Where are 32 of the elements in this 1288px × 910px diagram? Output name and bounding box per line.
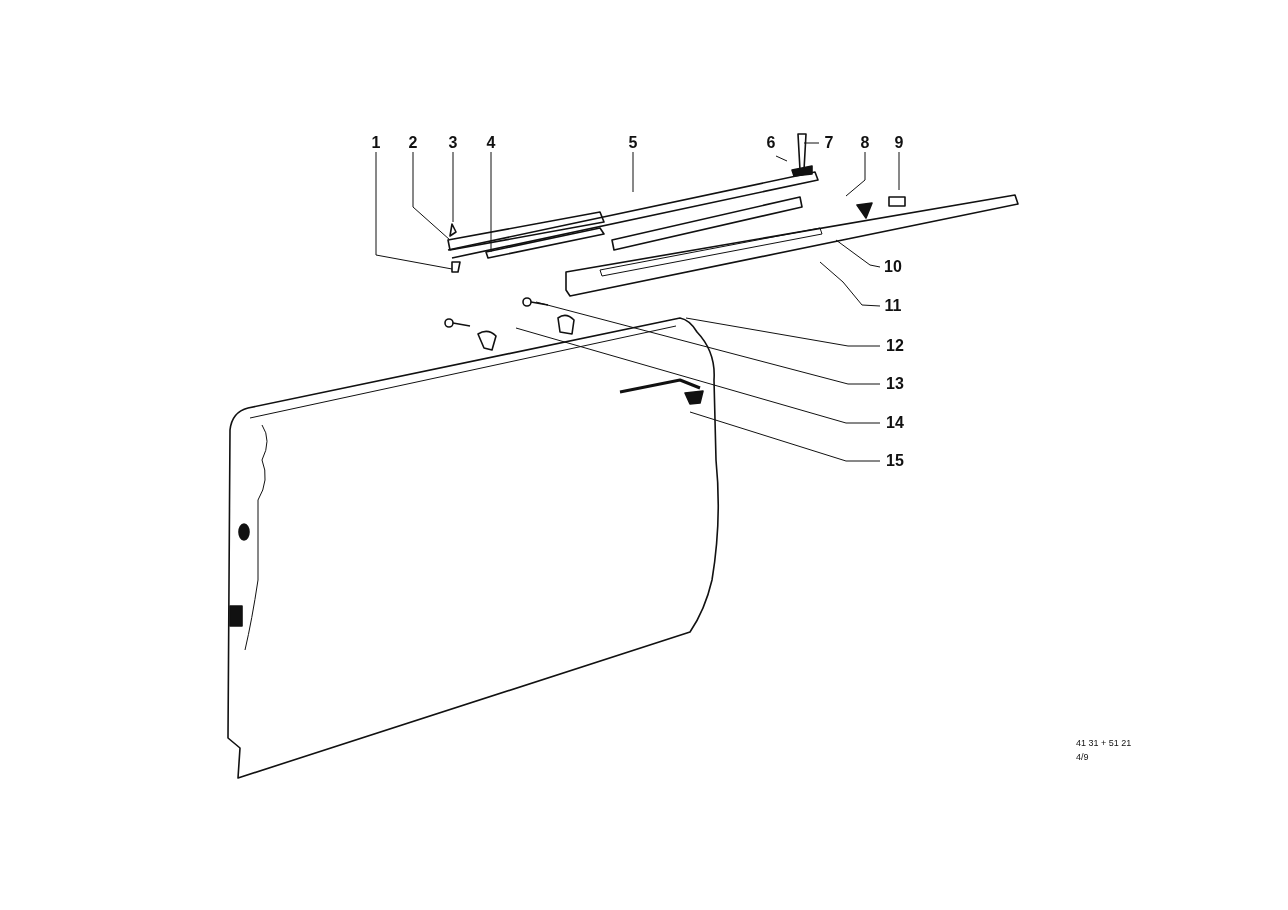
callout-number: 4 <box>486 134 496 152</box>
catalog-note: 4/9 <box>1076 752 1089 763</box>
leader-line <box>412 151 451 241</box>
callout-number: 3 <box>448 134 458 152</box>
callout-number: 1 <box>371 134 381 152</box>
callout-number: 8 <box>860 134 870 152</box>
leader-line <box>803 142 820 144</box>
callout-number: 12 <box>886 337 904 355</box>
callout-number: 7 <box>824 134 834 152</box>
catalog-note: 41 31 + 51 21 <box>1076 738 1132 749</box>
leader-line <box>835 239 881 268</box>
leader-line <box>898 151 900 191</box>
leader-line <box>490 151 492 253</box>
leader-line <box>775 155 788 162</box>
leader-line <box>689 411 881 462</box>
callout-number: 15 <box>886 452 904 470</box>
leader-line <box>452 151 454 223</box>
leader-line <box>819 261 881 307</box>
callout-number: 9 <box>894 134 904 152</box>
leader-line <box>535 301 881 385</box>
callout-number: 5 <box>628 134 638 152</box>
callout-number: 2 <box>408 134 418 152</box>
leader-line <box>845 151 866 197</box>
leader-line <box>515 327 881 424</box>
callout-number: 10 <box>884 258 902 276</box>
callout-number: 14 <box>886 414 904 432</box>
leader-line <box>632 151 634 193</box>
callout-number: 11 <box>884 297 902 315</box>
callout-number: 13 <box>886 375 904 393</box>
leader-line <box>375 151 453 270</box>
leader-line <box>685 317 881 347</box>
callout-number: 6 <box>766 134 776 152</box>
